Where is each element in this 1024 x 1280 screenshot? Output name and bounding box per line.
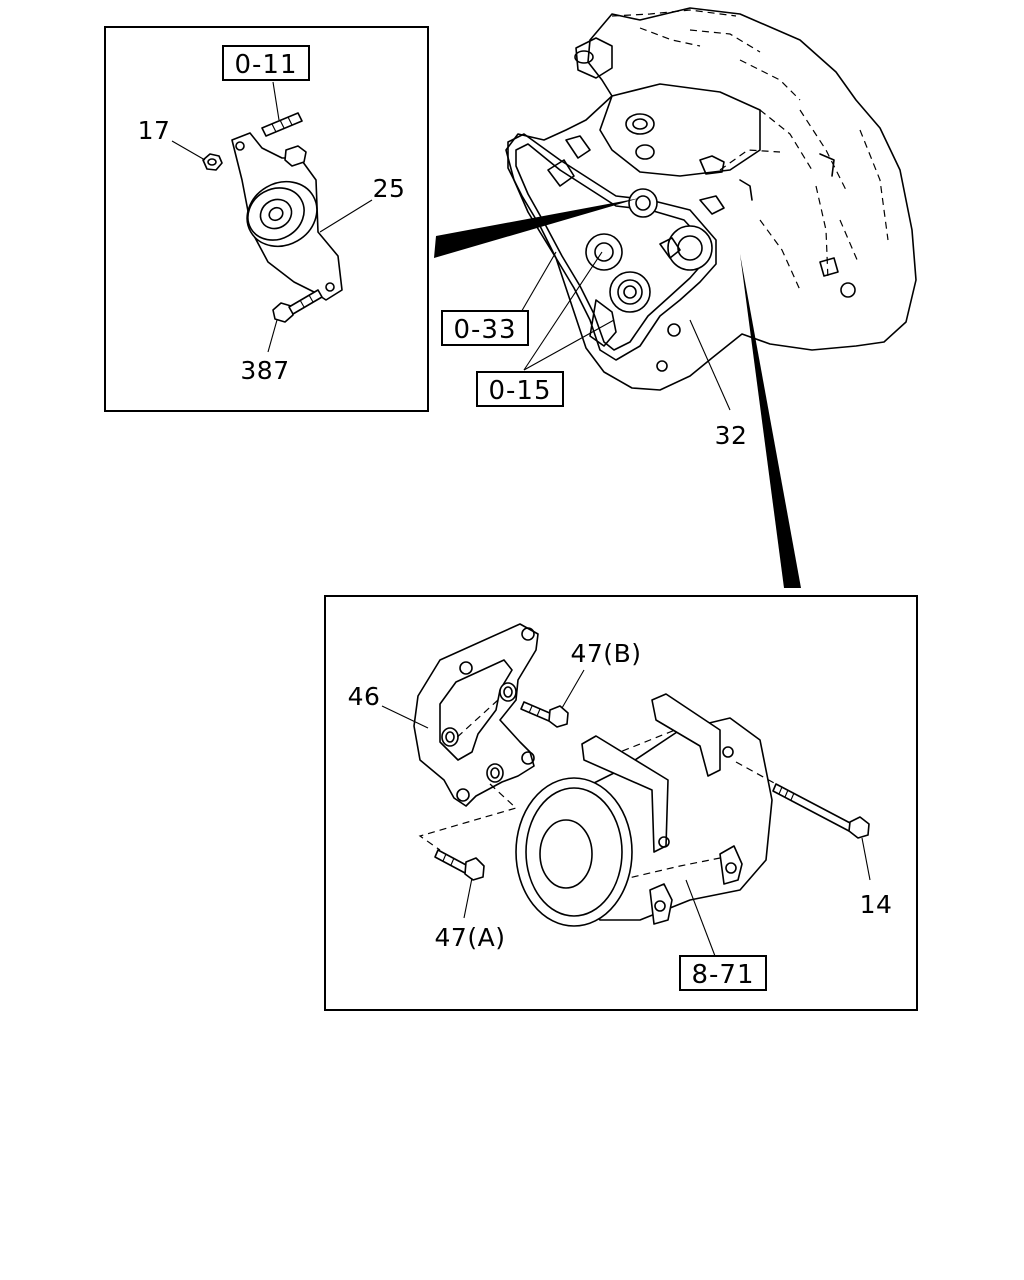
ref-8-71-label: 8-71 bbox=[691, 960, 754, 990]
stud-part bbox=[261, 112, 303, 137]
ref-0-11-label: 0-11 bbox=[234, 50, 297, 80]
bolt-part bbox=[272, 289, 323, 323]
callout-25: 25 bbox=[373, 174, 406, 203]
ref-box-0-11 bbox=[222, 45, 310, 81]
tensioner-inset: 0-11 17 25 387 bbox=[104, 26, 429, 412]
ref-box-0-33 bbox=[441, 310, 529, 346]
callout-32: 32 bbox=[715, 421, 748, 450]
tensioner-pulley bbox=[246, 180, 318, 248]
ac-compressor bbox=[515, 693, 773, 927]
pointer-wedge-tensioner bbox=[434, 198, 640, 258]
compressor-bracket bbox=[413, 623, 539, 807]
pointer-wedge-compressor bbox=[740, 254, 801, 588]
ref-box-8-71 bbox=[679, 955, 767, 991]
ref-box-0-15 bbox=[476, 371, 564, 407]
bolt-14-part bbox=[735, 761, 870, 839]
callout-46: 46 bbox=[348, 682, 381, 711]
ref-0-33-label: 0-33 bbox=[453, 315, 516, 345]
callout-47b: 47(B) bbox=[571, 639, 642, 668]
compressor-inset: 46 47(B) 47(A) 14 8-71 bbox=[324, 595, 918, 1011]
bolt-47b-part bbox=[520, 701, 569, 728]
bolt-47a-part bbox=[418, 783, 518, 881]
callout-14: 14 bbox=[860, 890, 893, 919]
callout-387: 387 bbox=[240, 356, 289, 385]
engine-drawing bbox=[505, 7, 917, 391]
callout-47a: 47(A) bbox=[435, 923, 506, 952]
nut-part bbox=[202, 153, 223, 171]
ref-0-15-label: 0-15 bbox=[488, 376, 551, 406]
callout-17: 17 bbox=[138, 116, 171, 145]
